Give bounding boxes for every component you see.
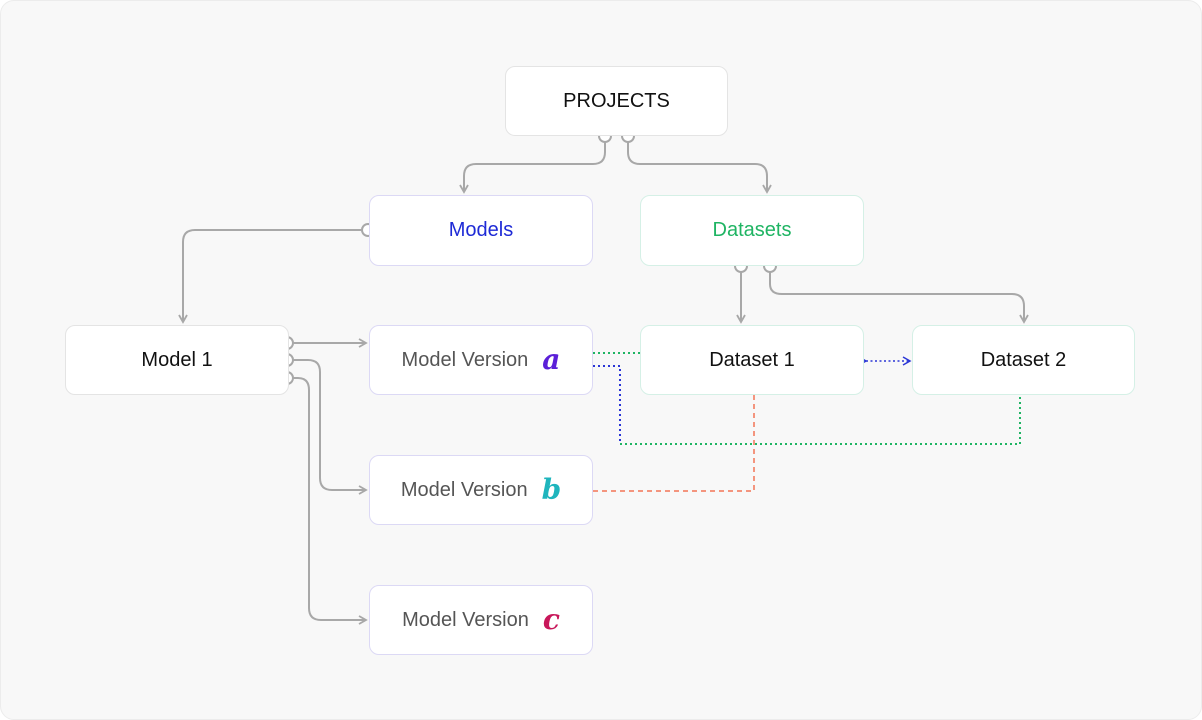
node-dataset-1[interactable]: Dataset 1 xyxy=(640,325,864,395)
model-version-b-label: Model Version xyxy=(400,478,528,501)
connector-projects-datasets xyxy=(627,142,772,194)
model-version-c-label: Model Version xyxy=(402,608,529,631)
node-models-label: Models xyxy=(448,219,514,241)
node-model-version-a[interactable]: Model Version a xyxy=(369,325,593,395)
connector-datasets-dataset2 xyxy=(769,272,1029,324)
node-projects[interactable]: PROJECTS xyxy=(505,66,728,136)
node-model-version-b[interactable]: Model Version b xyxy=(369,455,593,525)
model-version-a-letter: a xyxy=(542,343,561,376)
model-version-c-letter: c xyxy=(542,603,560,636)
node-model-1[interactable]: Model 1 xyxy=(65,325,289,395)
node-datasets-label: Datasets xyxy=(712,219,792,241)
node-projects-label: PROJECTS xyxy=(563,89,670,112)
model-version-b-letter: b xyxy=(541,473,562,506)
node-datasets[interactable]: Datasets xyxy=(640,195,864,266)
connector-model1-version-c xyxy=(293,377,368,625)
link-version-b-dataset1 xyxy=(593,395,755,492)
node-dataset-2-label: Dataset 2 xyxy=(980,348,1067,371)
link-version-a-dataset2-green xyxy=(620,395,1021,445)
node-dataset-2[interactable]: Dataset 2 xyxy=(912,325,1135,395)
model-version-a-label: Model Version xyxy=(401,348,529,371)
link-version-a-dataset2-blue xyxy=(593,365,621,444)
connector-model1-version-b xyxy=(293,359,368,495)
node-dataset-1-label: Dataset 1 xyxy=(709,348,795,371)
connector-projects-models xyxy=(459,142,606,194)
node-model-version-c[interactable]: Model Version c xyxy=(369,585,593,655)
node-models[interactable]: Models xyxy=(369,195,593,266)
connector-models-model1 xyxy=(178,229,368,324)
node-model-1-label: Model 1 xyxy=(141,348,213,371)
